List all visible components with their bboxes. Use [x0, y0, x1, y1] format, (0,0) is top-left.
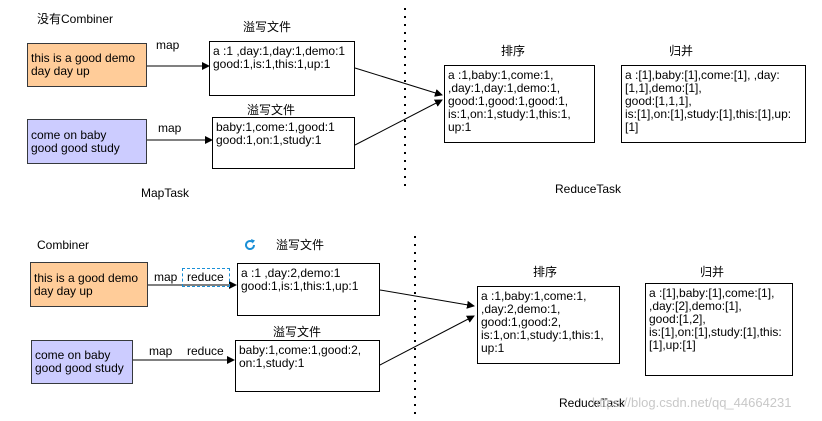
bottom-map-label-2: map	[149, 344, 173, 358]
top-map-label-2: map	[158, 121, 182, 135]
bottom-spill-label-2: 溢写文件	[273, 325, 322, 339]
top-input-box-1: this is a good demo day day up	[27, 43, 147, 87]
arrow-top-spill2-to-sort	[354, 99, 443, 146]
top-sort-box: a :1,baby:1,come:1, ,day:1,day:1,demo:1,…	[444, 65, 595, 143]
watermark-text: https://blog.csdn.net/qq_44664231	[592, 395, 792, 410]
bottom-reducetask-label: ReduceTask	[559, 396, 626, 410]
bottom-sort-box: a :1,baby:1,come:1, ,day:2,demo:1, good:…	[477, 286, 620, 364]
top-spill-box-2: baby:1,come:1,good:1 good:1,on:1,study:1	[212, 117, 355, 169]
top-sort-label: 排序	[501, 44, 526, 58]
top-reducetask-label: ReduceTask	[555, 182, 622, 196]
section-title-combiner: Combiner	[37, 238, 90, 252]
bottom-input-box-2: come on baby good good study	[31, 340, 133, 384]
top-spill-label-1: 溢写文件	[243, 20, 292, 34]
bottom-input-box-1: this is a good demo day day up	[30, 262, 148, 307]
refresh-icon	[245, 239, 256, 251]
bottom-spill-label-1: 溢写文件	[276, 238, 325, 252]
bottom-merge-label: 归并	[700, 265, 725, 279]
arrow-bottom-spill2-to-sort	[379, 315, 475, 366]
arrow-top-spill1-to-sort	[354, 67, 443, 97]
top-merge-box: a :[1],baby:[1],come:[1], ,day: [1,1],de…	[621, 65, 806, 143]
top-merge-label: 归并	[669, 44, 694, 58]
bottom-reduce-label-2: reduce	[187, 344, 224, 358]
top-spill-label-2: 溢写文件	[247, 103, 296, 117]
bottom-sort-label: 排序	[533, 265, 558, 279]
top-maptask-label: MapTask	[141, 186, 190, 200]
bottom-reduce-label-1: reduce	[182, 268, 230, 287]
top-input-box-2: come on baby good good study	[27, 119, 147, 164]
bottom-merge-box: a :[1],baby:[1],come:[1], ,day:[2],demo:…	[645, 283, 793, 376]
top-spill-box-1: a :1 ,day:1,day:1,demo:1 good:1,is:1,thi…	[209, 41, 355, 96]
top-map-label-1: map	[156, 38, 180, 52]
bottom-spill-box-1: a :1 ,day:2,demo:1 good:1,is:1,this:1,up…	[237, 263, 380, 316]
arrow-bottom-spill1-to-sort	[379, 289, 475, 309]
section-title-no-combiner: 没有Combiner	[37, 12, 114, 26]
bottom-map-label-1: map	[154, 270, 178, 284]
bottom-spill-box-2: baby:1,come:1,good:2, on:1,study:1	[235, 340, 380, 392]
